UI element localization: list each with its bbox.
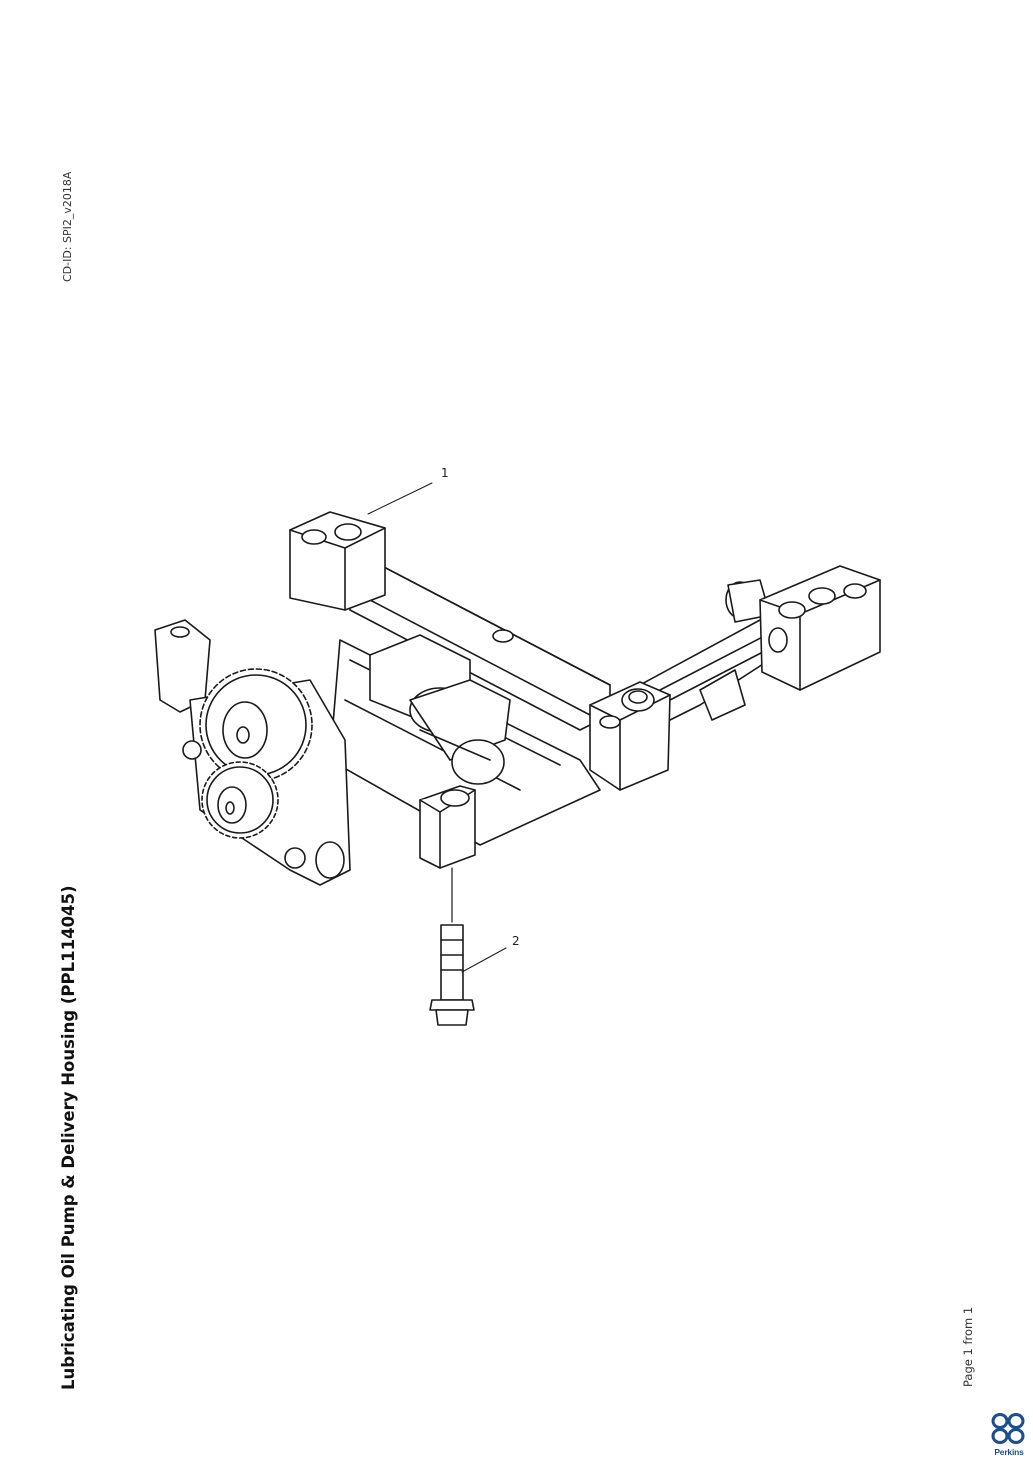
callout-2-label: 2 (512, 934, 520, 948)
pump-cylinders (369, 634, 511, 785)
flange-bolt (429, 867, 475, 1026)
brand-name: Perkins (994, 1447, 1024, 1457)
page-indicator: Page 1 from 1 (961, 1306, 975, 1387)
callout-2: 2 (461, 934, 520, 973)
perkins-logo-icon (991, 1413, 1025, 1444)
center-flange (589, 681, 671, 791)
document-title: Lubricating Oil Pump & Delivery Housing … (59, 885, 78, 1390)
lower-mounting-bracket (419, 785, 476, 869)
drive-gear-small (201, 761, 279, 839)
callout-1: 1 (367, 466, 449, 515)
callout-1-label: 1 (441, 466, 449, 480)
upper-mounting-bracket (289, 511, 386, 611)
right-mounting-block (759, 565, 881, 691)
perkins-logo: Perkins (988, 1412, 1030, 1458)
drive-gear-large (199, 668, 313, 782)
